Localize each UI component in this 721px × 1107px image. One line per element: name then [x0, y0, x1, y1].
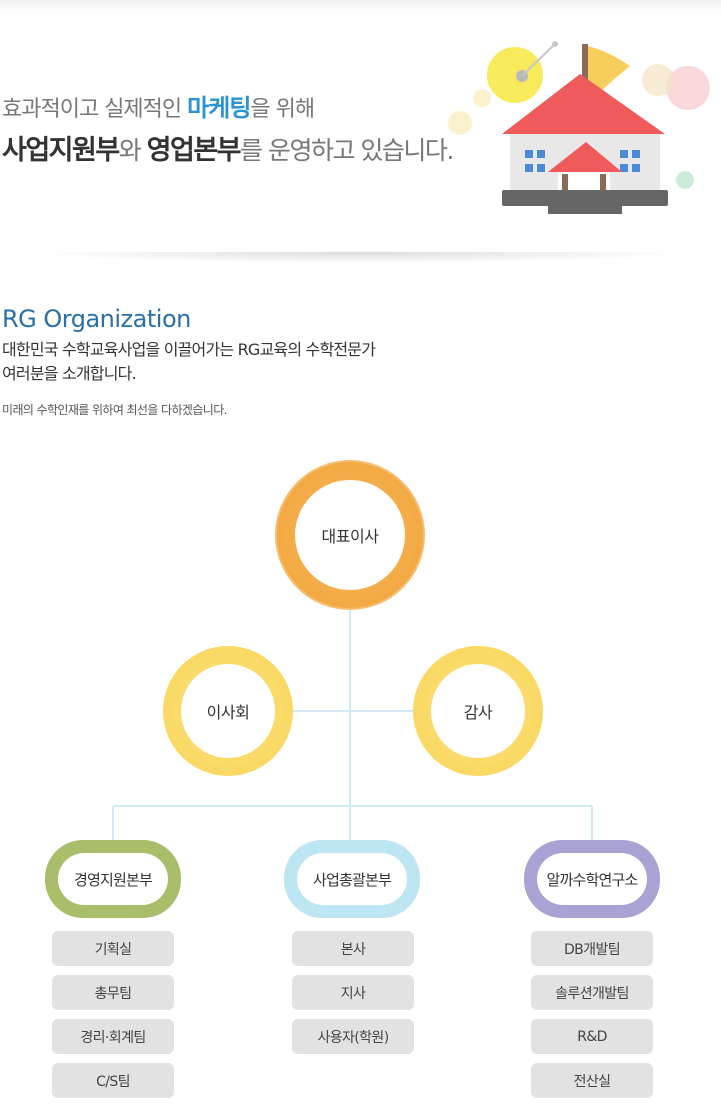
intro-line-1: 효과적이고 실제적인 마케팅을 위해	[2, 88, 315, 123]
ceo-label: 대표이사	[295, 480, 405, 590]
audit-label: 감사	[431, 664, 525, 758]
team-item: 경리·회계팀	[52, 1019, 174, 1054]
audit-node: 감사	[413, 646, 543, 776]
team-list-math-research-institute: DB개발팀 솔루션개발팀 R&D 전산실	[531, 931, 653, 1107]
intro-highlight-marketing: 마케팅	[187, 94, 251, 122]
team-list-business-general: 본사 지사 사용자(학원)	[292, 931, 414, 1063]
board-node: 이사회	[163, 646, 293, 776]
intro-sales-division: 영업본부	[146, 135, 242, 166]
school-building-illustration	[448, 41, 710, 214]
intro-line-2: 사업지원부와 영업본부를 운영하고 있습니다.	[2, 128, 454, 167]
team-item: 본사	[292, 931, 414, 966]
team-item: 총무팀	[52, 975, 174, 1010]
team-item: 기획실	[52, 931, 174, 966]
top-fade	[0, 0, 721, 14]
team-item: C/S팀	[52, 1063, 174, 1098]
team-list-management-support: 기획실 총무팀 경리·회계팀 C/S팀	[52, 931, 174, 1107]
division-management-support: 경영지원본부	[45, 840, 181, 918]
intro-line-2-join: 와	[118, 136, 147, 165]
org-title: RG Organization	[2, 305, 191, 333]
intro-line-1-post: 을 위해	[250, 97, 315, 122]
team-item: DB개발팀	[531, 931, 653, 966]
ceo-node: 대표이사	[275, 460, 425, 610]
section-divider	[0, 252, 721, 264]
intro-banner: 효과적이고 실제적인 마케팅을 위해 사업지원부와 영업본부를 운영하고 있습니…	[0, 0, 721, 270]
team-item: 솔루션개발팀	[531, 975, 653, 1010]
division-math-research-institute: 알까수학연구소	[524, 840, 660, 918]
intro-line-1-pre: 효과적이고 실제적인	[2, 97, 188, 122]
org-description-line-1: 대한민국 수학교육사업을 이끌어가는 RG교육의 수학전문가	[2, 340, 376, 359]
team-item: R&D	[531, 1019, 653, 1054]
intro-line-2-end: 를 운영하고 있습니다.	[240, 136, 454, 165]
board-label: 이사회	[181, 664, 275, 758]
division-business-general: 사업총괄본부	[284, 840, 420, 918]
division-label: 경영지원본부	[58, 853, 168, 905]
team-item: 전산실	[531, 1063, 653, 1098]
intro-business-support: 사업지원부	[2, 135, 120, 166]
org-description-line-2: 여러분을 소개합니다.	[2, 364, 137, 383]
division-label: 사업총괄본부	[297, 853, 407, 905]
org-note: 미래의 수학인재를 위하여 최선을 다하겠습니다.	[2, 403, 227, 417]
team-item: 지사	[292, 975, 414, 1010]
team-item: 사용자(학원)	[292, 1019, 414, 1054]
division-label: 알까수학연구소	[537, 853, 647, 905]
